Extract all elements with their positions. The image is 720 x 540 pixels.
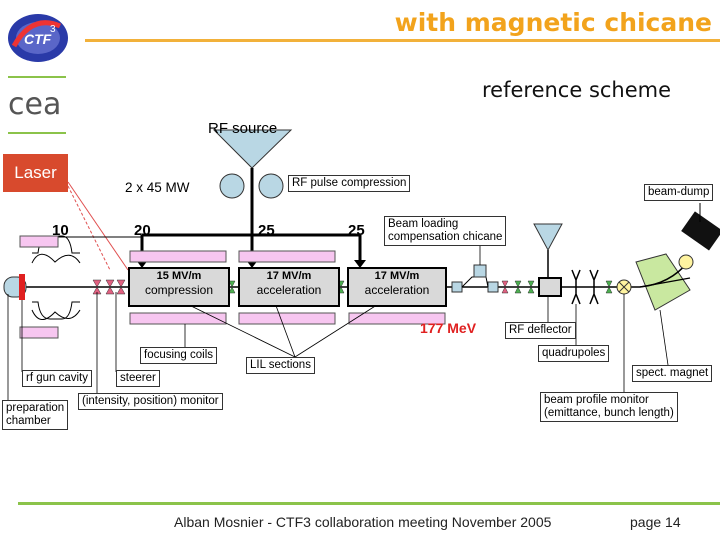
section-name: acceleration [364,283,430,297]
spect-magnet-label: spect. magnet [632,365,713,382]
cea-logo: cea [8,87,61,122]
number-label: 25 [258,222,275,239]
number-label: 25 [348,222,365,239]
rf-source-label: RF source [208,120,278,137]
number-label: 20 [134,222,151,239]
section-gradient: 15 MV/m [156,270,202,282]
footer-text: Alban Mosnier - CTF3 collaboration meeti… [174,514,552,530]
svg-text:3: 3 [50,24,56,35]
section-name: acceleration [256,283,322,297]
number-label: 10 [52,222,69,239]
intensity-monitor-label: (intensity, position) monitor [78,393,223,410]
beam-loading-line2: compensation chicane [388,231,503,243]
footer-line [18,502,720,505]
section-gradient: 17 MV/m [266,270,312,282]
accelerating-section: 17 MV/m acceleration [347,267,447,307]
steerer-label: steerer [116,370,160,387]
beam-profile-line2: (emittance, bunch length) [544,407,674,419]
preparation-chamber-label: preparation chamber [2,400,69,430]
ctf3-logo: CTF 3 [8,14,68,62]
page-number: page 14 [630,514,681,530]
accelerating-section: 17 MV/m acceleration [238,267,340,307]
section-name: compression [144,283,214,297]
klystron-power-label: 2 x 45 MW [125,180,190,195]
laser-badge: Laser [3,154,68,192]
rf-deflector-label: RF deflector [505,322,576,339]
beam-dump-label: beam-dump [644,184,714,201]
accelerating-section: 15 MV/m compression [128,267,230,307]
focusing-coils-label: focusing coils [140,347,218,364]
section-gradient: 17 MV/m [374,270,420,282]
beam-loading-label: Beam loading compensation chicane [384,216,507,246]
logo-separator [8,132,66,134]
rf-pulse-compression-label: RF pulse compression [288,175,411,192]
preparation-line2: chamber [6,415,51,427]
beam-loading-line1: Beam loading [388,218,459,230]
slide-title: with magnetic chicane [394,8,712,37]
lil-sections-label: LIL sections [246,357,315,374]
beam-profile-monitor-label: beam profile monitor (emittance, bunch l… [540,392,678,422]
beam-energy-label: 177 MeV [420,320,477,336]
svg-text:CTF: CTF [24,31,52,47]
beam-profile-line1: beam profile monitor [544,394,649,406]
preparation-line1: preparation [6,402,65,414]
svg-text:cea: cea [8,87,61,122]
quadrupoles-label: quadrupoles [538,345,610,362]
title-underline [85,39,720,42]
rf-gun-cavity-label: rf gun cavity [22,370,92,387]
slide-subtitle: reference scheme [482,78,672,102]
logo-separator [8,76,66,78]
